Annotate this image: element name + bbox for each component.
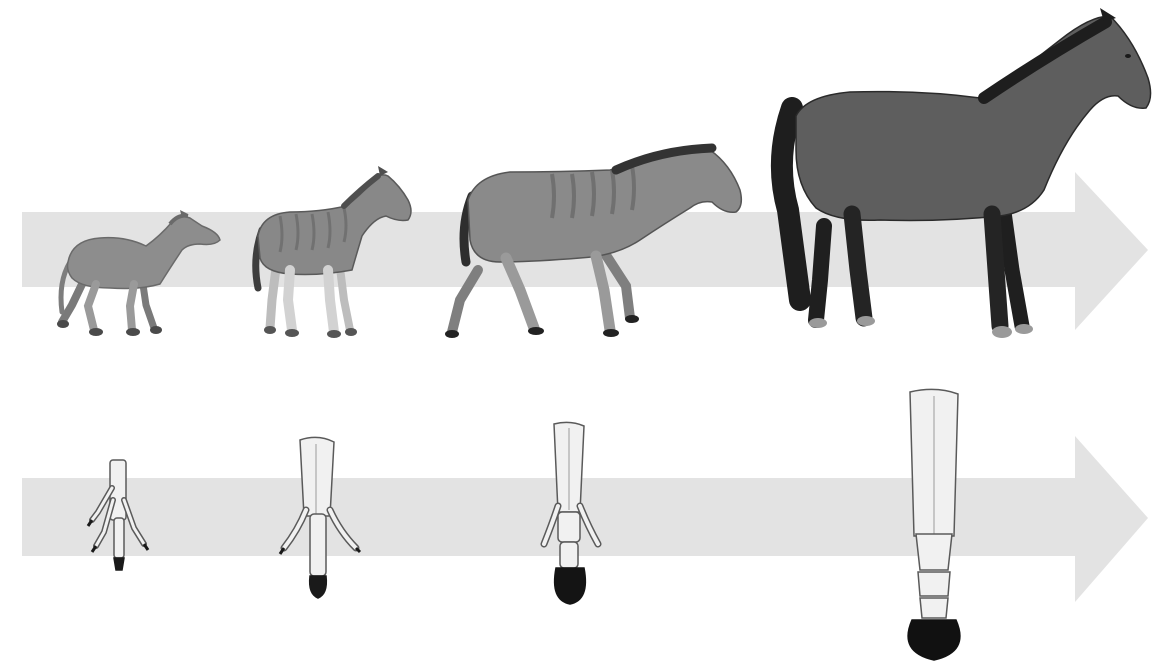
foot-skeleton-stage-4 — [908, 389, 960, 660]
